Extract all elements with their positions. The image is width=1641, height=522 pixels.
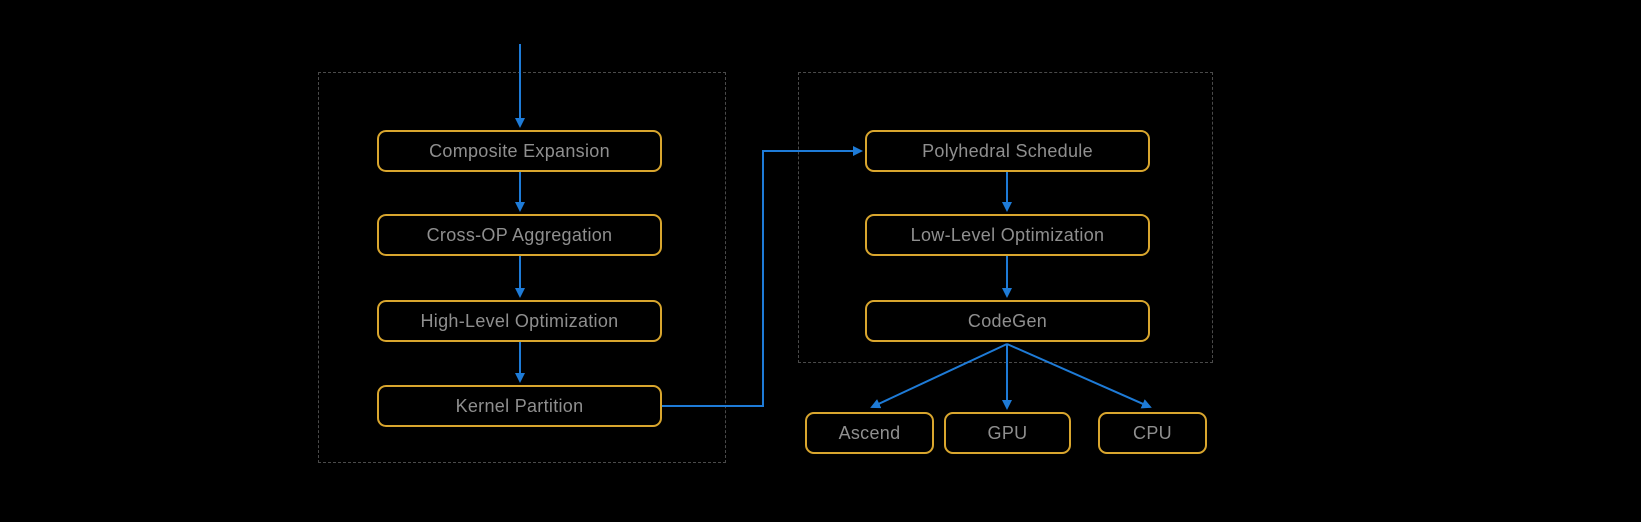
node-kernel-partition: Kernel Partition bbox=[377, 385, 662, 427]
node-cross-op-aggregation: Cross-OP Aggregation bbox=[377, 214, 662, 256]
node-polyhedral-schedule: Polyhedral Schedule bbox=[865, 130, 1150, 172]
node-backend-cpu: CPU bbox=[1098, 412, 1207, 454]
node-low-level-optimization: Low-Level Optimization bbox=[865, 214, 1150, 256]
node-backend-ascend: Ascend bbox=[805, 412, 934, 454]
node-codegen: CodeGen bbox=[865, 300, 1150, 342]
node-backend-gpu: GPU bbox=[944, 412, 1071, 454]
node-composite-expansion: Composite Expansion bbox=[377, 130, 662, 172]
node-high-level-optimization: High-Level Optimization bbox=[377, 300, 662, 342]
